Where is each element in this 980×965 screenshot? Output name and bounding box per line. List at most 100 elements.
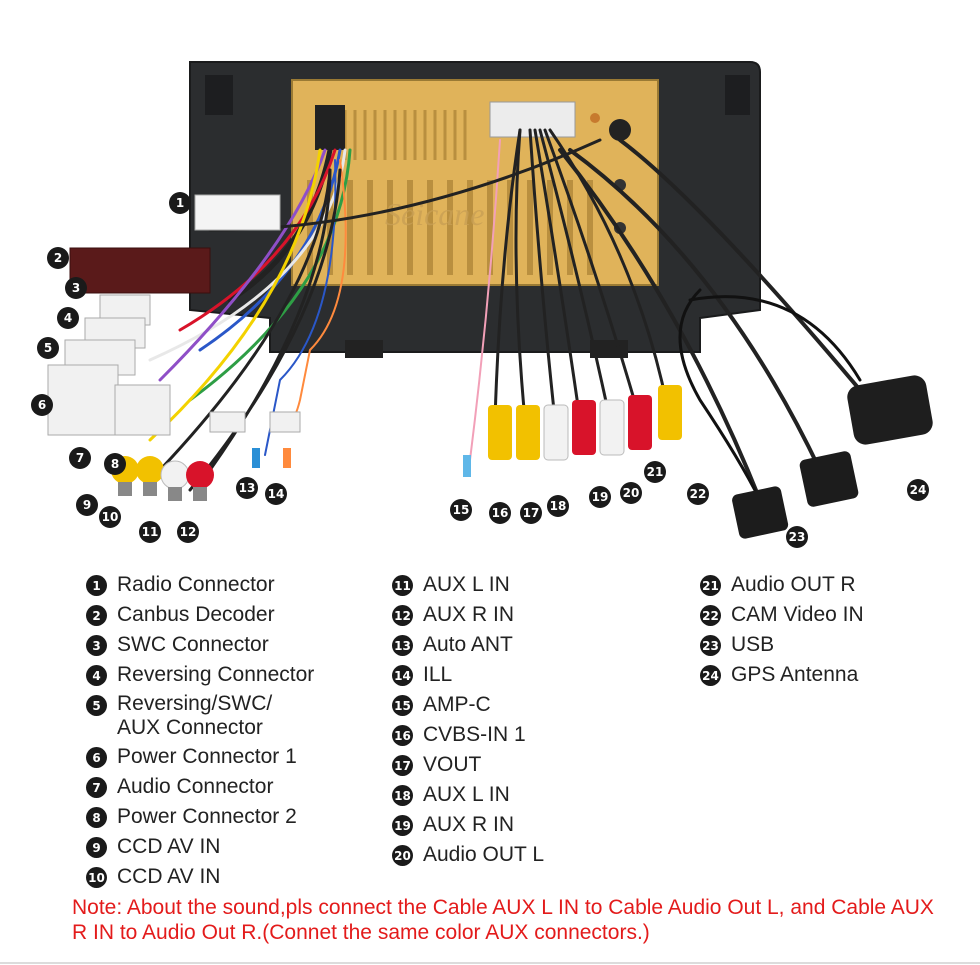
svg-text:8: 8: [111, 457, 119, 471]
svg-text:23: 23: [789, 530, 806, 544]
legend-label: Radio Connector: [117, 573, 275, 596]
svg-text:20: 20: [623, 486, 640, 500]
svg-text:17: 17: [523, 506, 540, 520]
bottom-divider: [0, 962, 980, 964]
callout-19: 19: [589, 486, 611, 508]
svg-text:4: 4: [64, 311, 72, 325]
legend-number: 13: [392, 635, 413, 656]
legend-label: CAM Video IN: [731, 603, 864, 626]
legend-label: AUX L IN: [423, 783, 510, 806]
legend-label: CCD AV IN: [117, 865, 221, 888]
legend-number: 12: [392, 605, 413, 626]
callout-4: 4: [57, 307, 79, 329]
svg-text:9: 9: [83, 498, 91, 512]
svg-text:12: 12: [180, 525, 197, 539]
callout-6: 6: [31, 394, 53, 416]
legend-label: GPS Antenna: [731, 663, 859, 686]
callout-23: 23: [786, 526, 808, 548]
legend-number: 14: [392, 665, 413, 686]
legend-number: 17: [392, 755, 413, 776]
svg-text:1: 1: [176, 196, 184, 210]
callout-3: 3: [65, 277, 87, 299]
legend-number: 22: [700, 605, 721, 626]
legend-number: 10: [86, 867, 107, 888]
legend-item: 19 AUX R IN: [392, 812, 544, 842]
head-unit: Seicane: [189, 61, 761, 358]
wiring-diagram: Seicane: [31, 61, 933, 548]
legend-label: AUX R IN: [423, 813, 515, 836]
svg-text:16: 16: [492, 506, 509, 520]
legend-label: VOUT: [423, 753, 482, 776]
legend-label: AMP-C: [423, 693, 491, 716]
legend-label: Canbus Decoder: [117, 603, 275, 626]
legend-item: 20 Audio OUT L: [392, 842, 544, 872]
legend-label: ILL: [423, 663, 453, 686]
legend-number: 1: [86, 575, 107, 596]
legend-number: 7: [86, 777, 107, 798]
note-text: Note: About the sound,pls connect the Ca…: [72, 896, 934, 944]
svg-text:10: 10: [102, 510, 119, 524]
legend-item: 3 SWC Connector: [86, 632, 314, 662]
legend-item: 13 Auto ANT: [392, 632, 544, 662]
svg-text:11: 11: [142, 525, 159, 539]
callout-7: 7: [69, 447, 91, 469]
legend-number: 3: [86, 635, 107, 656]
legend-number: 15: [392, 695, 413, 716]
legend-item: 1 Radio Connector: [86, 572, 314, 602]
svg-text:13: 13: [239, 481, 256, 495]
radio-connector: [194, 194, 281, 231]
svg-text:18: 18: [550, 499, 567, 513]
legend-item: 22 CAM Video IN: [700, 602, 864, 632]
legend-number: 2: [86, 605, 107, 626]
legend-item: 7 Audio Connector: [86, 774, 314, 804]
legend-label: AUX L IN: [423, 573, 510, 596]
callout-17: 17: [520, 502, 542, 524]
legend-item: 17 VOUT: [392, 752, 544, 782]
legend-label: Audio OUT L: [423, 843, 545, 866]
callout-24: 24: [907, 479, 929, 501]
svg-text:21: 21: [647, 465, 664, 479]
legend-number: 20: [392, 845, 413, 866]
callout-11: 11: [139, 521, 161, 543]
callout-8: 8: [104, 453, 126, 475]
callout-9: 9: [76, 494, 98, 516]
callout-13: 13: [236, 477, 258, 499]
legend-item: 12 AUX R IN: [392, 602, 544, 632]
legend-label: Auto ANT: [423, 633, 513, 656]
legend-number: 9: [86, 837, 107, 858]
legend-label: AUX R IN: [423, 603, 515, 626]
legend-number: 5: [86, 695, 107, 716]
legend-label: Audio Connector: [117, 775, 274, 798]
legend-number: 16: [392, 725, 413, 746]
svg-text:24: 24: [910, 483, 927, 497]
svg-text:2: 2: [54, 251, 62, 265]
canbus-decoder: [69, 247, 211, 294]
callout-2: 2: [47, 247, 69, 269]
legend-number: 19: [392, 815, 413, 836]
callout-12: 12: [177, 521, 199, 543]
legend-label: Audio OUT R: [731, 573, 856, 596]
callout-10: 10: [99, 506, 121, 528]
legend-number: 6: [86, 747, 107, 768]
legend-item: 2 Canbus Decoder: [86, 602, 314, 632]
rca-right: [463, 385, 682, 477]
legend-number: 4: [86, 665, 107, 686]
callouts: 1 2 3 4 5 6 7 8 9 10 11 12 13 14 15 16 1…: [31, 192, 929, 548]
svg-text:6: 6: [38, 398, 46, 412]
legend-label: Reversing/SWC/ AUX Connector: [117, 692, 273, 739]
callout-16: 16: [489, 502, 511, 524]
callout-5: 5: [37, 337, 59, 359]
callout-14: 14: [265, 483, 287, 505]
legend-number: 8: [86, 807, 107, 828]
legend-item: 14 ILL: [392, 662, 544, 692]
legend-label: SWC Connector: [117, 633, 269, 656]
svg-text:22: 22: [690, 487, 707, 501]
callout-22: 22: [687, 483, 709, 505]
